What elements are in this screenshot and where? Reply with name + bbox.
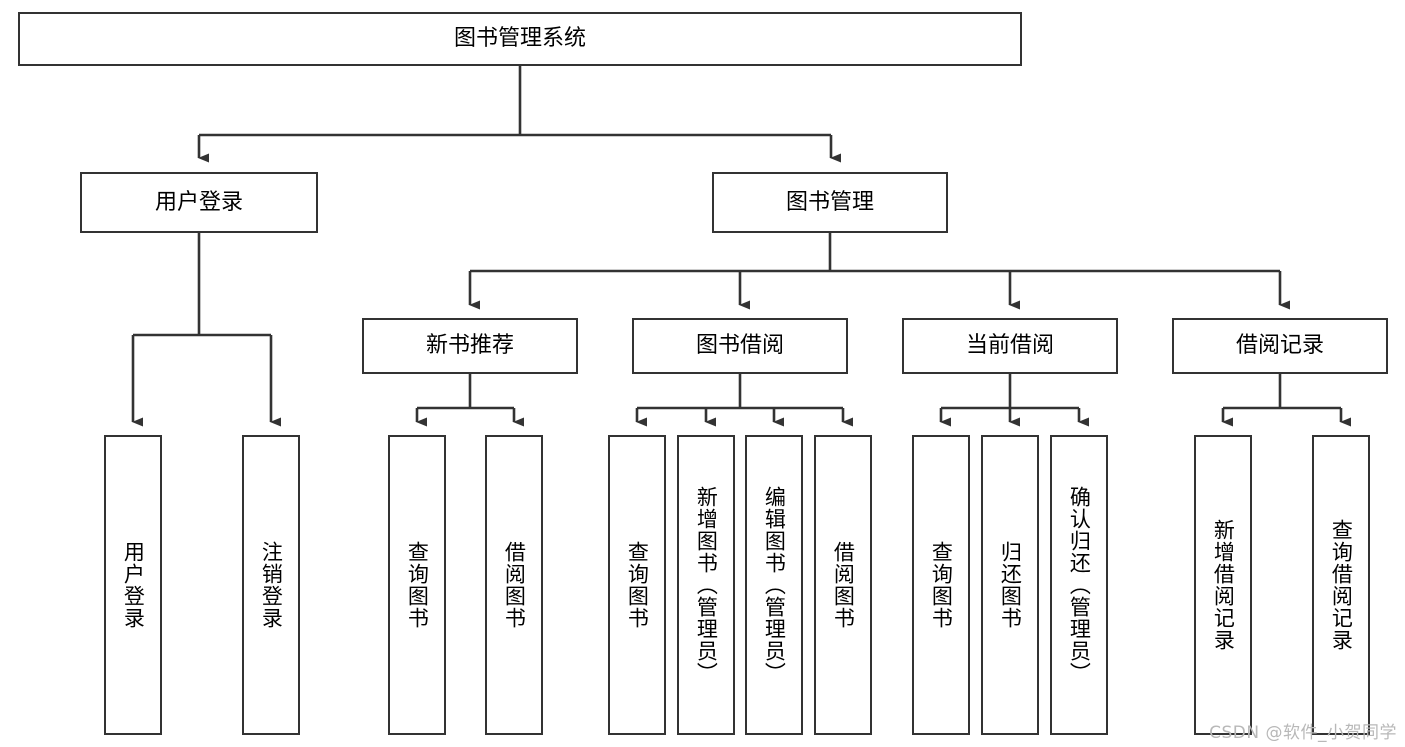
node-leaf-query-book-1-label: 查询图书 xyxy=(405,541,430,629)
node-leaf-add-record-label: 新增借阅记录 xyxy=(1211,519,1236,651)
node-root-label: 图书管理系统 xyxy=(453,26,586,52)
node-leaf-query-book-2-label: 查询图书 xyxy=(625,541,650,629)
node-leaf-confirm-return[interactable]: 确认归还（管理员） xyxy=(1050,435,1108,735)
node-leaf-query-record-label: 查询借阅记录 xyxy=(1329,519,1354,651)
node-leaf-logout-label: 注销登录 xyxy=(259,541,284,629)
node-leaf-query-book-2[interactable]: 查询图书 xyxy=(608,435,666,735)
node-leaf-borrow-book-2[interactable]: 借阅图书 xyxy=(814,435,872,735)
node-leaf-confirm-return-label: 确认归还（管理员） xyxy=(1067,486,1092,684)
node-leaf-query-record[interactable]: 查询借阅记录 xyxy=(1312,435,1370,735)
node-leaf-edit-book-label: 编辑图书（管理员） xyxy=(762,486,787,684)
node-leaf-borrow-book-1-label: 借阅图书 xyxy=(502,541,527,629)
node-user-login[interactable]: 用户登录 xyxy=(80,172,318,233)
node-user-login-label: 用户登录 xyxy=(154,189,243,215)
node-leaf-borrow-book-2-label: 借阅图书 xyxy=(831,541,856,629)
node-leaf-logout[interactable]: 注销登录 xyxy=(242,435,300,735)
node-book-manage[interactable]: 图书管理 xyxy=(712,172,948,233)
node-new-book-recommend-label: 新书推荐 xyxy=(425,333,514,359)
node-leaf-query-book-3-label: 查询图书 xyxy=(929,541,954,629)
node-leaf-add-record[interactable]: 新增借阅记录 xyxy=(1194,435,1252,735)
node-new-book-recommend[interactable]: 新书推荐 xyxy=(362,318,578,374)
node-current-borrow[interactable]: 当前借阅 xyxy=(902,318,1118,374)
watermark: CSDN @软件_小贺同学 xyxy=(1209,723,1397,743)
node-book-borrow[interactable]: 图书借阅 xyxy=(632,318,848,374)
node-current-borrow-label: 当前借阅 xyxy=(965,333,1054,359)
node-leaf-user-login[interactable]: 用户登录 xyxy=(104,435,162,735)
node-leaf-borrow-book-1[interactable]: 借阅图书 xyxy=(485,435,543,735)
node-leaf-return-book-label: 归还图书 xyxy=(998,541,1023,629)
node-leaf-return-book[interactable]: 归还图书 xyxy=(981,435,1039,735)
node-leaf-query-book-3[interactable]: 查询图书 xyxy=(912,435,970,735)
node-leaf-add-book-label: 新增图书（管理员） xyxy=(694,486,719,684)
node-root[interactable]: 图书管理系统 xyxy=(18,12,1022,66)
node-leaf-add-book[interactable]: 新增图书（管理员） xyxy=(677,435,735,735)
node-borrow-record-label: 借阅记录 xyxy=(1235,333,1324,359)
node-leaf-user-login-label: 用户登录 xyxy=(121,541,146,629)
node-book-borrow-label: 图书借阅 xyxy=(695,333,784,359)
node-leaf-query-book-1[interactable]: 查询图书 xyxy=(388,435,446,735)
node-book-manage-label: 图书管理 xyxy=(785,189,874,215)
node-leaf-edit-book[interactable]: 编辑图书（管理员） xyxy=(745,435,803,735)
node-borrow-record[interactable]: 借阅记录 xyxy=(1172,318,1388,374)
